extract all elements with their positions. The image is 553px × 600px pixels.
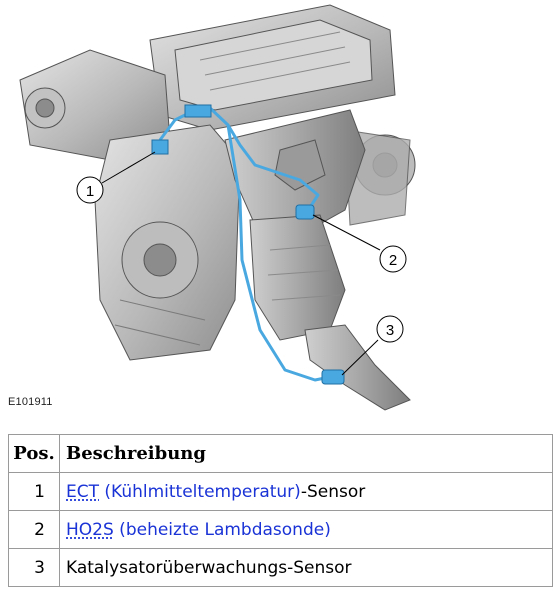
- ho2s-sensor: [295, 204, 315, 220]
- connector: [184, 104, 212, 118]
- row-desc: HO2S (beheizte Lambdasonde): [59, 510, 553, 549]
- ect-link-text[interactable]: (Kühlmitteltemperatur): [99, 481, 301, 502]
- row-pos: 2: [8, 510, 60, 549]
- callout-2: 2: [379, 245, 407, 273]
- catalyst-monitor-sensor: [321, 369, 345, 385]
- row-desc: ECT (Kühlmitteltemperatur)-Sensor: [59, 472, 553, 511]
- sensor-wiring: [158, 106, 341, 382]
- header-pos: Pos.: [8, 434, 60, 473]
- svg-text:3: 3: [386, 322, 394, 339]
- header-desc: Beschreibung: [59, 434, 553, 473]
- row-pos: 3: [8, 548, 60, 587]
- ect-link[interactable]: ECT (Kühlmitteltemperatur): [66, 482, 301, 502]
- row-suffix: -Sensor: [300, 481, 366, 502]
- svg-text:1: 1: [86, 183, 94, 200]
- engine-illustration: 1 2 3: [19, 4, 416, 411]
- engine-block: [19, 4, 416, 361]
- table-header-row: Pos. Beschreibung: [8, 434, 553, 473]
- figure-id: E101911: [8, 396, 53, 408]
- row-pos: 1: [8, 472, 60, 511]
- ho2s-link[interactable]: HO2S (beheizte Lambdasonde): [66, 520, 331, 540]
- svg-text:2: 2: [389, 252, 397, 269]
- parts-table: Pos. Beschreibung 1 ECT (Kühlmitteltempe…: [8, 434, 553, 587]
- row-desc: Katalysatorüberwachungs-Sensor: [59, 548, 553, 587]
- ho2s-abbr[interactable]: HO2S: [66, 519, 114, 540]
- ect-abbr[interactable]: ECT: [66, 481, 99, 502]
- ho2s-link-text[interactable]: (beheizte Lambdasonde): [113, 519, 331, 540]
- table-row: 1 ECT (Kühlmitteltemperatur)-Sensor: [8, 472, 553, 511]
- callout-1: 1: [76, 176, 104, 204]
- table-row: 2 HO2S (beheizte Lambdasonde): [8, 510, 553, 549]
- ect-sensor: [151, 139, 169, 155]
- leader-lines: [101, 151, 381, 376]
- callout-3: 3: [376, 315, 404, 343]
- table-row: 3 Katalysatorüberwachungs-Sensor: [8, 548, 553, 587]
